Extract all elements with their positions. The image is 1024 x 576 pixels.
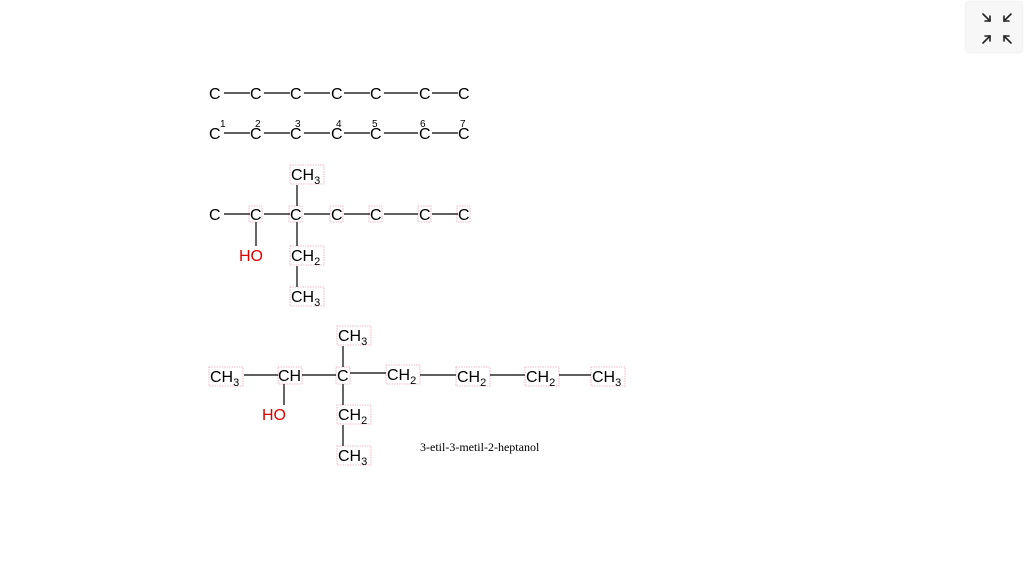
atom-box [336,445,372,466]
atom-c: C [370,126,382,143]
quaternary-carbon: C [337,368,349,385]
atom-box [289,164,325,185]
carbon-number: 5 [372,119,378,130]
structure-3-substituted-chain: C C C C C C C CH3 HO CH2 CH3 [209,164,471,309]
arrow-down-right-icon [982,13,991,22]
atom-c: C [331,86,343,103]
ethyl-ch3-group: CH3 [291,289,320,309]
hydroxyl-group: HO [239,248,263,265]
carbon-number: 7 [460,119,466,130]
ch-group: CH [278,368,301,385]
methyl-group: CH3 [338,328,367,348]
atom-c: C [370,207,382,224]
atom-c: C [419,126,431,143]
ch2-group: CH2 [526,369,555,389]
atom-box [590,366,626,387]
structure-4-condensed-formula: CH3 CH C CH2 CH2 CH2 CH3 CH3 HO CH2 CH3 [208,325,626,468]
atom-c: C [209,207,221,224]
methyl-group: CH3 [291,167,320,187]
atom-c: C [290,86,302,103]
carbon-number: 1 [220,119,226,130]
carbon-number: 4 [336,119,342,130]
atom-c: C [209,126,221,143]
arrow-up-right-icon [982,35,991,44]
carbon-number: 3 [295,119,301,130]
ethyl-ch2-group: CH2 [291,248,320,268]
atom-box [336,325,372,346]
atom-box [208,366,244,387]
ethyl-ch2-group: CH2 [338,407,367,427]
atom-c: C [331,207,343,224]
ethyl-ch3-group: CH3 [338,448,367,468]
ch2-group: CH2 [387,367,416,387]
ch3-group: CH3 [210,369,239,389]
shrink-arrows [982,13,1012,44]
arrow-down-left-icon [1003,13,1012,22]
atom-c: C [290,126,302,143]
structure-2-numbered-chain: C C C C C C C 1 2 3 4 5 6 7 [209,119,470,143]
atom-c: C [209,86,221,103]
structure-1-chain: C C C C C C C [209,86,470,103]
atom-c: C [331,126,343,143]
atom-c: C [458,86,470,103]
carbon-number: 6 [420,119,426,130]
atom-c: C [250,86,262,103]
compound-name-caption: 3-etil-3-metil-2-heptanol [420,440,540,454]
atom-c: C [419,207,431,224]
hydroxyl-group: HO [262,407,286,424]
atom-box [289,286,325,307]
ch3-group: CH3 [592,369,621,389]
atom-c: C [290,207,302,224]
atom-c: C [458,207,470,224]
atom-box [336,404,372,425]
atom-box [289,245,325,266]
atom-box [524,366,560,387]
arrow-up-left-icon [1003,35,1012,44]
atom-c: C [458,126,470,143]
atom-c: C [250,126,262,143]
atom-c: C [250,207,262,224]
carbon-number: 2 [255,119,261,130]
atom-c: C [370,86,382,103]
atom-c: C [419,86,431,103]
ch2-group: CH2 [457,369,486,389]
exit-fullscreen-button[interactable] [966,2,1022,52]
atom-box [455,366,491,387]
